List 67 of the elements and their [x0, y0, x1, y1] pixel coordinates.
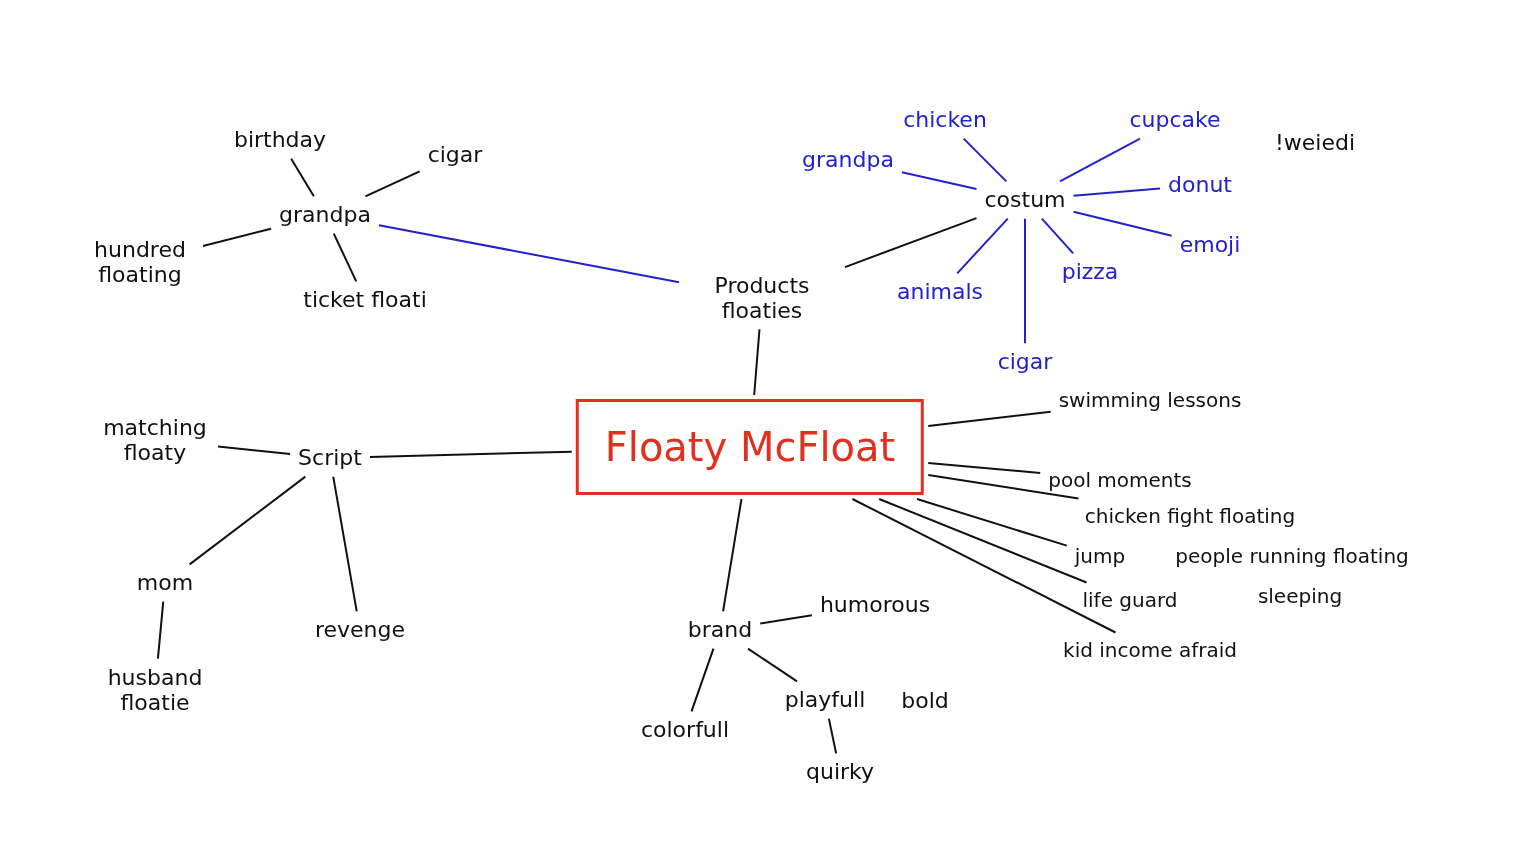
connector-line: [202, 227, 273, 247]
connector-line: [1072, 210, 1173, 237]
mind-map-topic: mom: [132, 568, 198, 598]
connector-line: [851, 498, 1117, 634]
mind-map-topic: cigar: [993, 347, 1057, 377]
connector-line: [690, 647, 715, 713]
mind-map-topic: revenge: [310, 615, 410, 645]
mind-map-topic: chicken: [899, 105, 991, 135]
mind-map-topic: sleeping: [1253, 582, 1347, 610]
mind-map-topic: jump: [1070, 542, 1130, 570]
mind-map-topic: donut: [1164, 170, 1236, 200]
mind-map-topic: colorfull: [636, 715, 734, 745]
mind-map-topic: pool moments: [1044, 466, 1196, 494]
mind-map-topic: grandpa: [798, 145, 898, 175]
mind-map-topic: animals: [893, 277, 987, 307]
note-text: !weiedi: [1274, 129, 1356, 155]
mind-map-topic: quirky: [802, 757, 878, 787]
connector-line: [927, 473, 1080, 500]
mind-map-topic: birthday: [229, 125, 331, 155]
connector-line: [1072, 187, 1162, 197]
mind-map-topic: kid income afraid: [1059, 636, 1241, 664]
mind-map-topic: emoji: [1175, 230, 1245, 260]
mind-map-topic: playfull: [780, 685, 870, 715]
connector-line: [156, 600, 165, 660]
connector-line: [827, 717, 838, 755]
connector-line: [927, 461, 1042, 474]
connector-line: [844, 217, 978, 269]
connector-line: [759, 614, 813, 625]
connector-line: [962, 137, 1008, 183]
mind-map-topic: people running floating: [1171, 542, 1413, 570]
mind-map-topic: Products floaties: [683, 270, 841, 326]
connector-line: [722, 498, 743, 613]
connector-line: [1040, 217, 1075, 255]
mind-map-topic: grandpa: [275, 200, 375, 230]
note-text: bold: [901, 687, 949, 713]
connector-line: [915, 498, 1068, 547]
connector-line: [377, 224, 680, 284]
mind-map-topic: matching floaty: [96, 412, 214, 468]
connector-line: [1058, 137, 1142, 183]
connector-line: [368, 450, 573, 458]
title-box: Floaty McFloat: [575, 399, 925, 495]
connector-line: [217, 445, 292, 455]
mind-map-topic: costum: [980, 185, 1070, 215]
mind-map-topic: hundred floating: [81, 234, 199, 290]
connector-line: [332, 232, 358, 283]
connector-line: [332, 475, 358, 613]
connector-line: [900, 171, 978, 191]
connector-line: [746, 647, 799, 683]
connector-line: [364, 170, 421, 198]
connector-line: [878, 498, 1088, 584]
mind-map-topic: brand: [683, 615, 757, 645]
mind-map-topic: pizza: [1057, 257, 1123, 287]
connector-line: [188, 475, 307, 566]
connector-line: [956, 217, 1009, 275]
mind-map-topic: humorous: [815, 590, 935, 620]
mind-map-topic: husband floatie: [96, 662, 214, 718]
mind-map-topic: ticket floati: [299, 285, 431, 315]
mind-map-topic: swimming lessons: [1054, 386, 1246, 414]
connector-line: [753, 328, 761, 396]
connector-line: [1024, 217, 1026, 345]
mind-map-topic: chicken fight floating: [1080, 502, 1300, 530]
connector-line: [927, 410, 1052, 428]
mind-map-topic: cupcake: [1125, 105, 1225, 135]
mind-map-topic: cigar: [423, 140, 487, 170]
mind-map-topic: Script: [294, 443, 366, 473]
mind-map-topic: life guard: [1078, 586, 1182, 614]
connector-line: [290, 157, 315, 198]
